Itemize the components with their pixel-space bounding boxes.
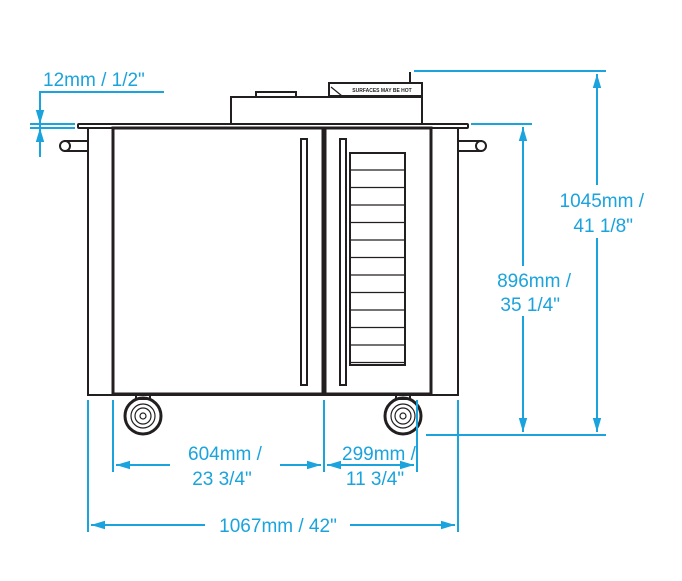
counter-height-mm: 896mm / bbox=[497, 271, 572, 292]
warning-sign: SURFACES MAY BE HOT bbox=[328, 72, 423, 97]
left-door-in: 23 3/4" bbox=[192, 469, 252, 490]
dim-left-door: 604mm / 23 3/4" bbox=[116, 440, 321, 490]
dim-right-door: 299mm / 11 3/4" bbox=[327, 444, 417, 490]
left-door-mm: 604mm / bbox=[188, 444, 263, 465]
overall-height-in: 41 1/8" bbox=[573, 216, 633, 237]
left-door-handle bbox=[300, 138, 308, 386]
dim-overall-width: 1067mm / 42" bbox=[91, 512, 455, 538]
dim-top-thickness: 12mm / 1/2" bbox=[30, 70, 164, 157]
left-door bbox=[111, 126, 325, 396]
top-thickness-label: 12mm / 1/2" bbox=[43, 70, 145, 91]
dim-overall-height: 1045mm / 41 1/8" bbox=[414, 70, 645, 436]
cart-unit: SURFACES MAY BE HOT bbox=[59, 72, 487, 436]
caster-left bbox=[123, 394, 163, 436]
extension-lines bbox=[87, 400, 459, 532]
right-door-in: 11 3/4" bbox=[346, 469, 404, 490]
side-handle-left bbox=[59, 140, 88, 152]
overall-width-label: 1067mm / 42" bbox=[219, 516, 337, 537]
right-door-mm: 299mm / bbox=[342, 444, 417, 465]
warning-label: SURFACES MAY BE HOT bbox=[352, 88, 411, 94]
caster-right bbox=[383, 394, 423, 436]
louver-panel bbox=[349, 152, 406, 366]
cabinet-body bbox=[87, 127, 459, 396]
overall-height-mm: 1045mm / bbox=[560, 191, 645, 212]
dim-counter-height: 896mm / 35 1/4" bbox=[471, 123, 572, 432]
side-handle-right bbox=[458, 140, 487, 152]
right-door-handle bbox=[339, 138, 347, 386]
right-door bbox=[323, 126, 433, 396]
counter-height-in: 35 1/4" bbox=[500, 295, 560, 316]
